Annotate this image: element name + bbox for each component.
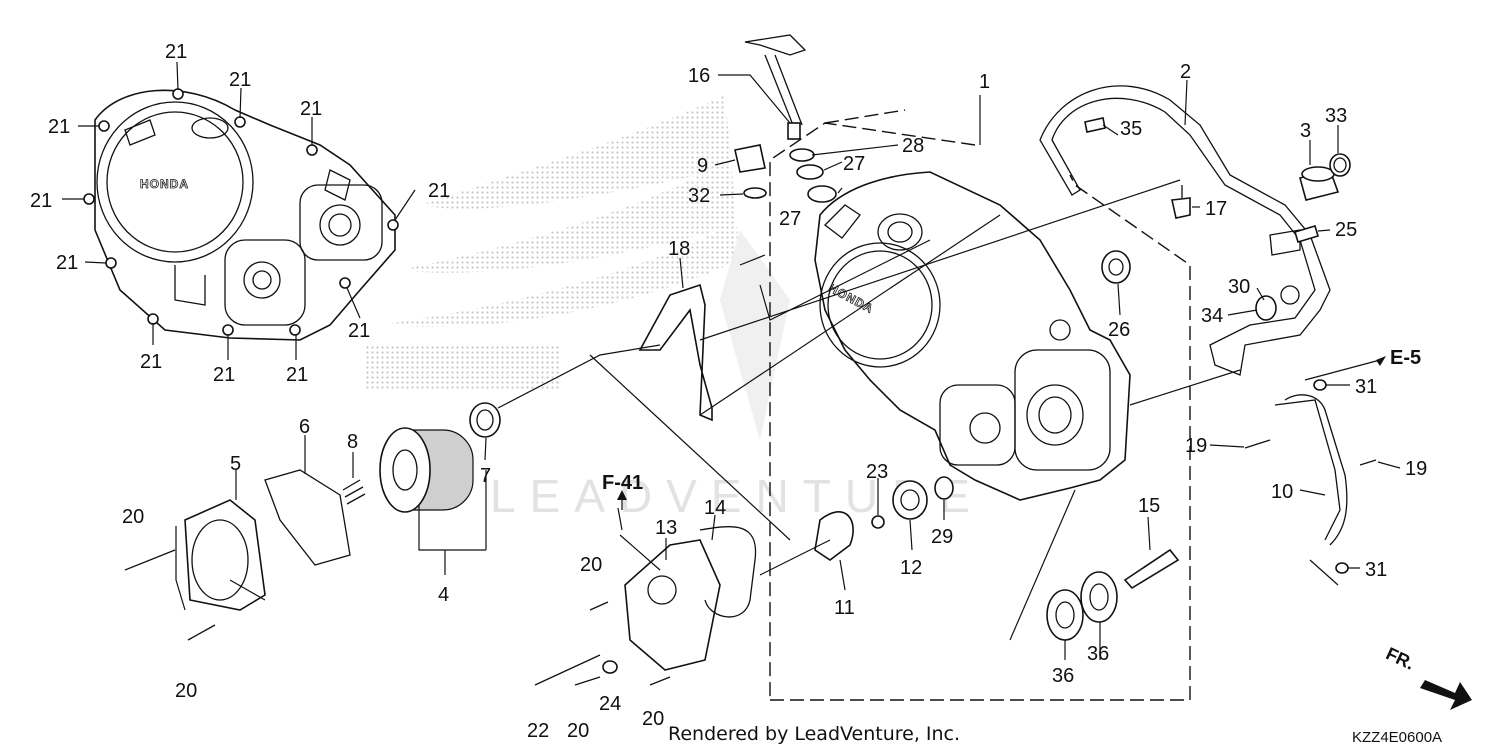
callout-35: 35 [1120,118,1142,140]
callout-21d: 21 [300,98,322,120]
callout-36b: 36 [1087,643,1109,665]
callout-21f: 21 [428,180,450,202]
callout-22: 22 [527,720,549,742]
callout-23: 23 [866,461,888,483]
callout-13: 13 [655,517,677,539]
callout-19b: 19 [1405,458,1427,480]
callout-labels: 1 2 3 4 5 6 7 8 9 10 11 12 13 14 15 16 1… [30,41,1427,742]
callout-27a: 27 [843,153,865,175]
callout-2: 2 [1180,61,1191,83]
callout-27b: 27 [779,208,801,230]
footer-credit: Rendered by LeadVenture, Inc. [668,723,960,745]
callout-5: 5 [230,453,241,475]
callout-24: 24 [599,693,621,715]
watermark-text: LEADVENTURE [490,470,984,522]
callout-26: 26 [1108,319,1130,341]
callout-17: 17 [1205,198,1227,220]
callout-4: 4 [438,584,449,606]
callout-20a: 20 [122,506,144,528]
callout-12: 12 [900,557,922,579]
callout-21h: 21 [348,320,370,342]
callout-36a: 36 [1052,665,1074,687]
callout-9: 9 [697,155,708,177]
callout-19a: 19 [1185,435,1207,457]
ref-f41-label: F-41 [602,472,643,494]
cover-bolt-leaders [62,61,416,360]
callout-31a: 31 [1355,376,1377,398]
front-arrow-icon [1420,680,1472,710]
callout-21k: 21 [286,364,308,386]
callout-21e: 21 [30,190,52,212]
callout-29: 29 [931,526,953,548]
callout-15: 15 [1138,495,1160,517]
cover-bolt-holes [83,88,399,336]
callout-25: 25 [1335,219,1357,241]
callout-21g: 21 [56,252,78,274]
callout-8: 8 [347,431,358,453]
left-crankcase-cover: HONDA [94,89,396,341]
callout-30: 30 [1228,276,1250,298]
callout-21i: 21 [140,351,162,373]
callout-14: 14 [704,497,726,519]
callout-21a: 21 [165,41,187,63]
part-1-boundary-link [824,109,906,124]
callout-11: 11 [834,597,855,619]
front-direction-label: FR. [1383,643,1418,673]
callout-3: 3 [1300,120,1311,142]
callout-34: 34 [1201,305,1223,327]
reference-arrows [617,356,1386,510]
callout-21c: 21 [48,116,70,138]
callout-18: 18 [668,238,690,260]
callout-20b: 20 [175,680,197,702]
callout-16: 16 [688,65,710,87]
callout-21j: 21 [213,364,235,386]
right-crankcase-cover: HONDA [814,171,1131,501]
callout-32: 32 [688,185,710,207]
callout-31b: 31 [1365,559,1387,581]
callout-28: 28 [902,135,924,157]
callout-10: 10 [1271,481,1293,503]
callout-20d: 20 [567,720,589,742]
callout-20c: 20 [580,554,602,576]
cover-honda-logo: HONDA [140,177,189,191]
callout-21b: 21 [229,69,251,91]
cover-gasket [1039,85,1331,376]
part-1-boundary [769,122,1191,701]
callout-7: 7 [480,465,491,487]
callout-leaders [175,74,1401,660]
callout-6: 6 [299,416,310,438]
watermark-wing-logo [365,95,790,440]
callout-33: 33 [1325,105,1347,127]
diagram-code: KZZ4E0600A [1352,729,1442,746]
callout-1: 1 [979,71,990,93]
callout-20e: 20 [642,708,664,730]
ref-e5-label: E-5 [1390,347,1421,369]
